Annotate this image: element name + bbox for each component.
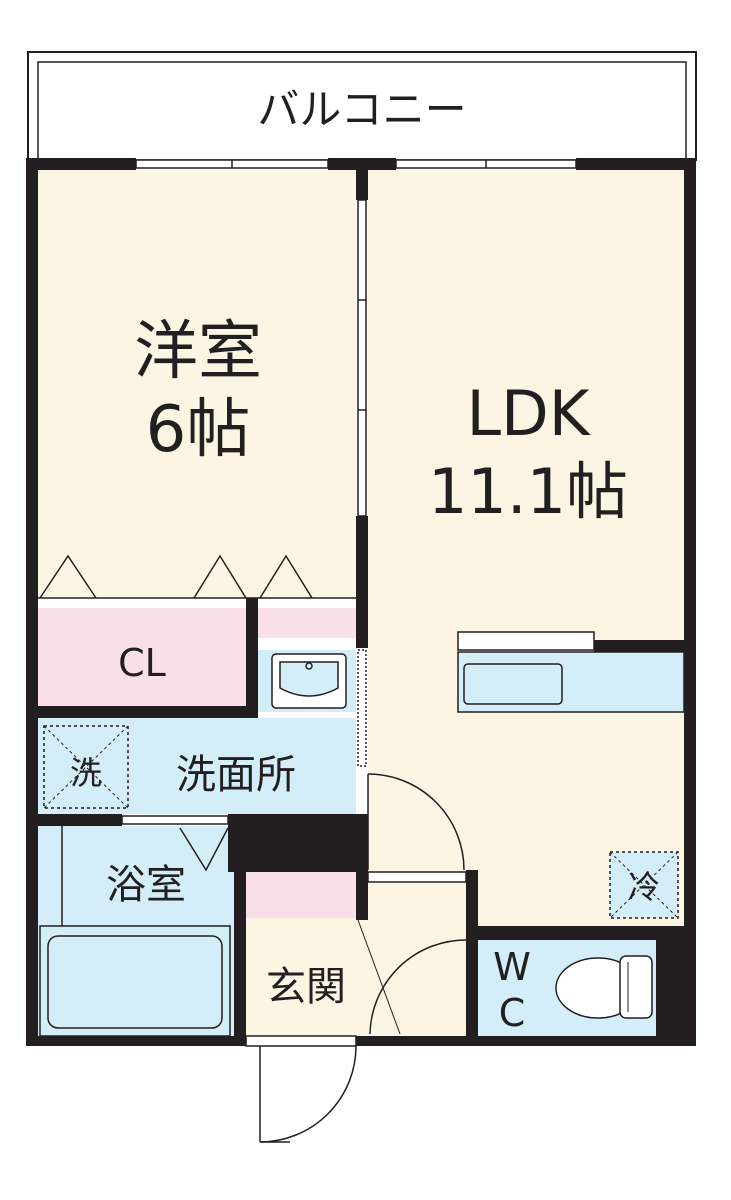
washer-label: 洗 bbox=[70, 754, 102, 792]
vanity-sink bbox=[271, 653, 347, 709]
windows bbox=[121, 159, 577, 1047]
toilet-label-bottom: C bbox=[499, 991, 526, 1035]
door-swings bbox=[259, 773, 469, 1143]
western-room-name: 洋室 bbox=[134, 315, 262, 389]
fridge-space: 冷 bbox=[609, 851, 679, 919]
storage-floor bbox=[258, 608, 356, 638]
kitchen-counter bbox=[457, 631, 685, 713]
walls bbox=[26, 158, 696, 1046]
closet-floor bbox=[38, 608, 246, 706]
western-room-floor bbox=[38, 170, 356, 598]
bathroom-label: 浴室 bbox=[106, 862, 186, 908]
fridge-label: 冷 bbox=[628, 868, 660, 906]
shoe-storage bbox=[246, 872, 356, 918]
washroom-label: 洗面所 bbox=[176, 752, 296, 798]
ldk-name: LDK bbox=[467, 377, 591, 450]
balcony-label: バルコニー bbox=[257, 85, 466, 134]
bathtub bbox=[39, 826, 231, 1037]
ldk-size: 11.1帖 bbox=[428, 455, 628, 528]
balcony: バルコニー bbox=[27, 51, 697, 161]
entrance-label: 玄関 bbox=[266, 964, 346, 1010]
western-room-size: 6帖 bbox=[146, 393, 251, 467]
toilet-label-top: W bbox=[493, 945, 531, 989]
closet-doors bbox=[38, 554, 356, 599]
closet-label: CL bbox=[118, 641, 166, 685]
washer-space: 洗 bbox=[43, 725, 129, 809]
toilet-fixture bbox=[555, 955, 653, 1019]
